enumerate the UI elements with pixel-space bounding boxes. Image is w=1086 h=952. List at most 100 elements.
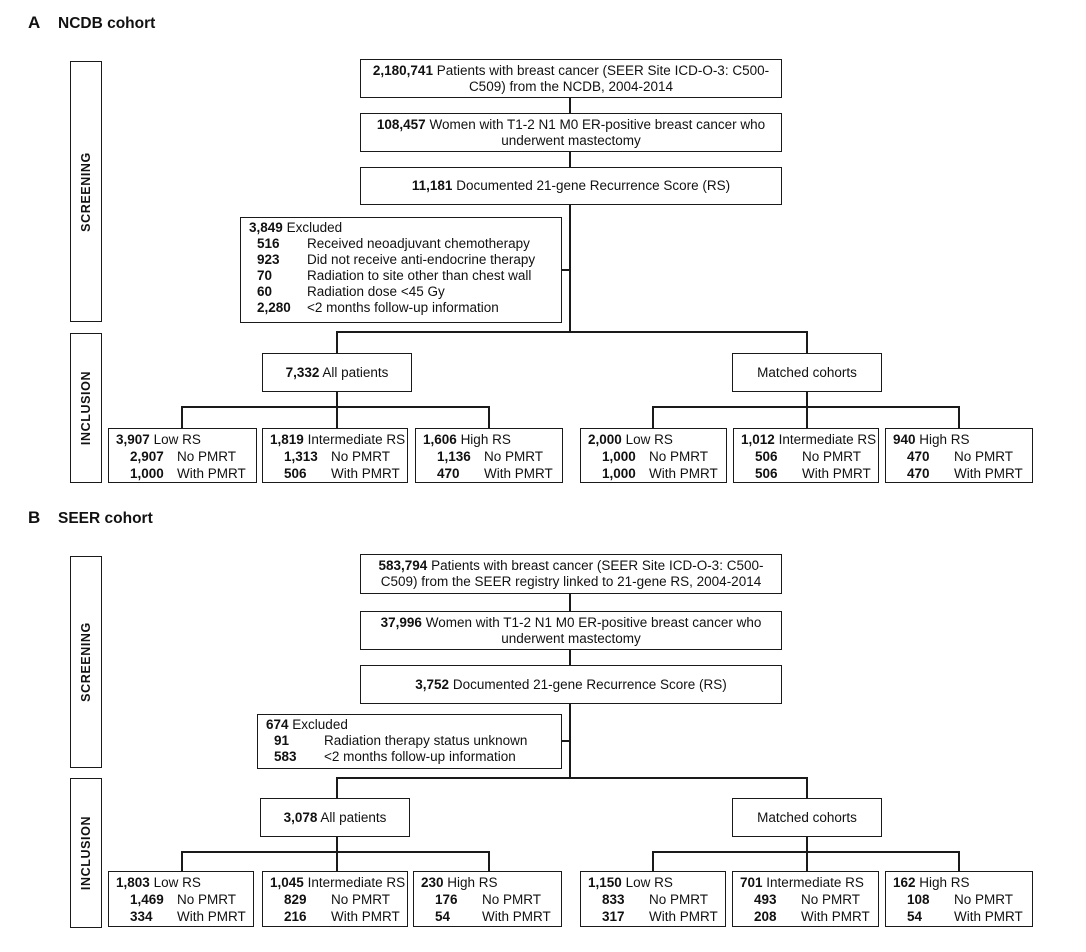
connector bbox=[958, 851, 960, 871]
connector bbox=[652, 851, 960, 853]
count: 3,907 bbox=[116, 432, 150, 447]
connector bbox=[806, 392, 808, 428]
count: 11,181 bbox=[411, 178, 453, 193]
connector bbox=[336, 392, 338, 428]
a-all-patients-box: 7,332 All patients bbox=[262, 353, 412, 392]
connector bbox=[181, 851, 183, 871]
count: 3,849 bbox=[249, 220, 283, 235]
count: 1,606 bbox=[423, 432, 457, 447]
connector bbox=[958, 406, 960, 428]
count: 1,045 bbox=[270, 875, 304, 890]
connector bbox=[569, 649, 571, 665]
connector bbox=[336, 331, 338, 353]
description: Women with T1-2 N1 M0 ER-positive breast… bbox=[429, 116, 766, 148]
excluded-header: 674 Excluded bbox=[266, 717, 348, 732]
description: Documented 21-gene Recurrence Score (RS) bbox=[452, 676, 727, 692]
count: 108,457 bbox=[376, 116, 426, 132]
panel-a-inclusion-sidebar: INCLUSION bbox=[70, 333, 102, 483]
count: 37,996 bbox=[380, 614, 422, 630]
count: 674 bbox=[266, 717, 289, 732]
panel-a-label: A bbox=[28, 13, 41, 32]
connector bbox=[806, 837, 808, 871]
inclusion-label: INCLUSION bbox=[79, 815, 93, 891]
connector bbox=[569, 151, 571, 167]
count: 162 bbox=[893, 875, 916, 890]
connector bbox=[569, 593, 571, 611]
panel-a-title: NCDB cohort bbox=[58, 15, 156, 32]
connector bbox=[652, 851, 654, 871]
description: Documented 21-gene Recurrence Score (RS) bbox=[456, 178, 731, 193]
count: 701 bbox=[740, 875, 763, 890]
connector bbox=[336, 331, 808, 333]
screening-label: SCREENING bbox=[79, 151, 93, 232]
a-matched-cohorts-box: Matched cohorts bbox=[732, 353, 882, 392]
b-screening-box-3: 3,752 Documented 21-gene Recurrence Scor… bbox=[360, 665, 782, 704]
connector bbox=[488, 851, 490, 871]
count: 2,180,741 bbox=[372, 62, 433, 78]
count: 1,012 bbox=[741, 432, 775, 447]
connector bbox=[181, 406, 490, 408]
a-screening-box-3: 11,181 Documented 21-gene Recurrence Sco… bbox=[360, 167, 782, 205]
count: 3,752 bbox=[415, 676, 450, 692]
count: 940 bbox=[893, 432, 916, 447]
panel-b-inclusion-sidebar: INCLUSION bbox=[70, 778, 102, 928]
count: 1,150 bbox=[588, 875, 622, 890]
connector bbox=[181, 406, 183, 428]
b-screening-box-2: 37,996 Women with T1-2 N1 M0 ER-positive… bbox=[360, 611, 782, 650]
inclusion-label: INCLUSION bbox=[79, 370, 93, 446]
screening-label: SCREENING bbox=[79, 622, 93, 702]
panel-a-screening-sidebar: SCREENING bbox=[70, 61, 102, 322]
b-all-patients-box: 3,078 All patients bbox=[260, 798, 410, 837]
count: 230 bbox=[421, 875, 444, 890]
panel-b-label: B bbox=[28, 508, 41, 527]
connector bbox=[336, 837, 338, 871]
description: Women with T1-2 N1 M0 ER-positive breast… bbox=[425, 614, 762, 646]
count: 3,078 bbox=[283, 809, 318, 825]
count: 7,332 bbox=[285, 364, 320, 380]
count: 1,819 bbox=[270, 432, 304, 447]
description: Patients with breast cancer (SEER Site I… bbox=[436, 62, 770, 94]
a-screening-box-2: 108,457 Women with T1-2 N1 M0 ER-positiv… bbox=[360, 113, 782, 152]
excluded-header: 3,849 Excluded bbox=[249, 220, 343, 235]
excluded-reason: 583<2 months follow-up information bbox=[274, 749, 516, 764]
a-screening-box-1: 2,180,741 Patients with breast cancer (S… bbox=[360, 59, 782, 98]
connector bbox=[561, 740, 570, 742]
excluded-reason: 2,280<2 months follow-up information bbox=[257, 300, 499, 315]
count: 1,803 bbox=[116, 875, 150, 890]
count: 2,000 bbox=[588, 432, 622, 447]
connector bbox=[336, 777, 338, 798]
description: Patients with breast cancer (SEER Site I… bbox=[380, 558, 764, 589]
connector bbox=[806, 331, 808, 353]
connector bbox=[488, 406, 490, 428]
panel-b-screening-sidebar: SCREENING bbox=[70, 556, 102, 768]
b-screening-box-1: 583,794 Patients with breast cancer (SEE… bbox=[360, 554, 782, 594]
connector bbox=[652, 406, 960, 408]
count: 583,794 bbox=[378, 558, 428, 573]
connector bbox=[561, 269, 570, 271]
b-matched-cohorts-box: Matched cohorts bbox=[732, 798, 882, 837]
connector bbox=[569, 204, 571, 332]
connector bbox=[806, 777, 808, 798]
connector bbox=[569, 97, 571, 113]
connector bbox=[652, 406, 654, 428]
panel-b-title: SEER cohort bbox=[58, 510, 153, 527]
